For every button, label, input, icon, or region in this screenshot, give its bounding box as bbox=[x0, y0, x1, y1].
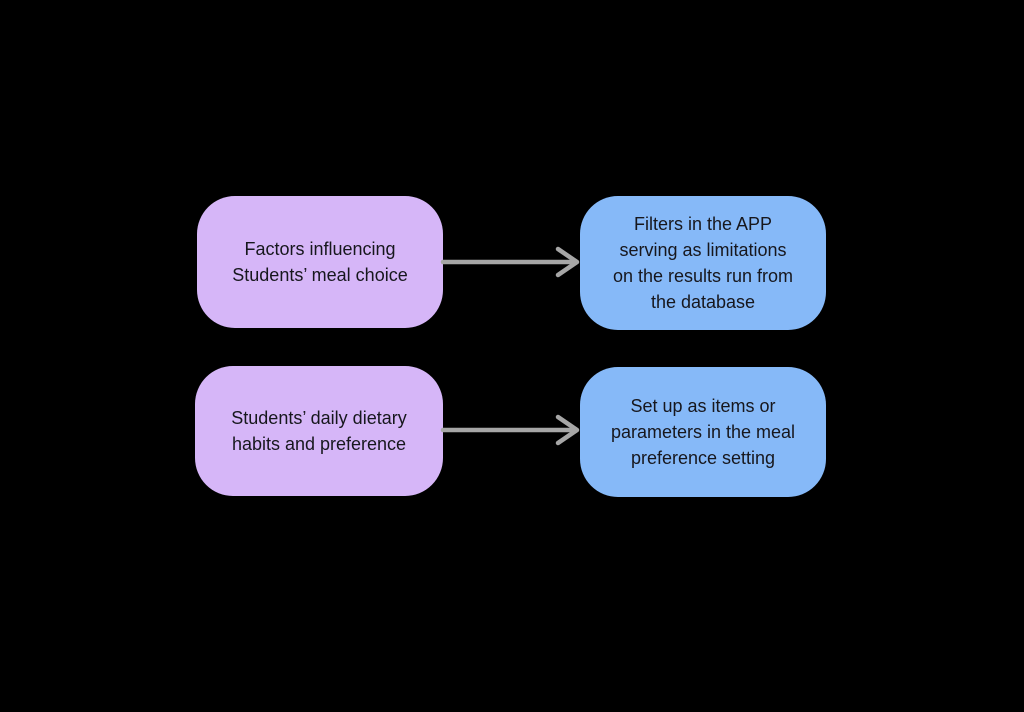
node-label: Factors influencing Students’ meal choic… bbox=[232, 239, 408, 285]
arrow-habits-to-settings bbox=[440, 414, 580, 446]
arrow-factors-to-filters bbox=[440, 246, 580, 278]
node-factors-influencing-meal-choice: Factors influencing Students’ meal choic… bbox=[197, 196, 443, 328]
node-meal-preference-setting: Set up as items or parameters in the mea… bbox=[580, 367, 826, 497]
node-label: Filters in the APP serving as limitation… bbox=[612, 214, 794, 312]
node-filters-in-app: Filters in the APP serving as limitation… bbox=[580, 196, 826, 330]
node-label: Students’ daily dietary habits and prefe… bbox=[231, 408, 407, 454]
node-label: Set up as items or parameters in the mea… bbox=[610, 396, 796, 468]
node-daily-dietary-habits: Students’ daily dietary habits and prefe… bbox=[195, 366, 443, 496]
